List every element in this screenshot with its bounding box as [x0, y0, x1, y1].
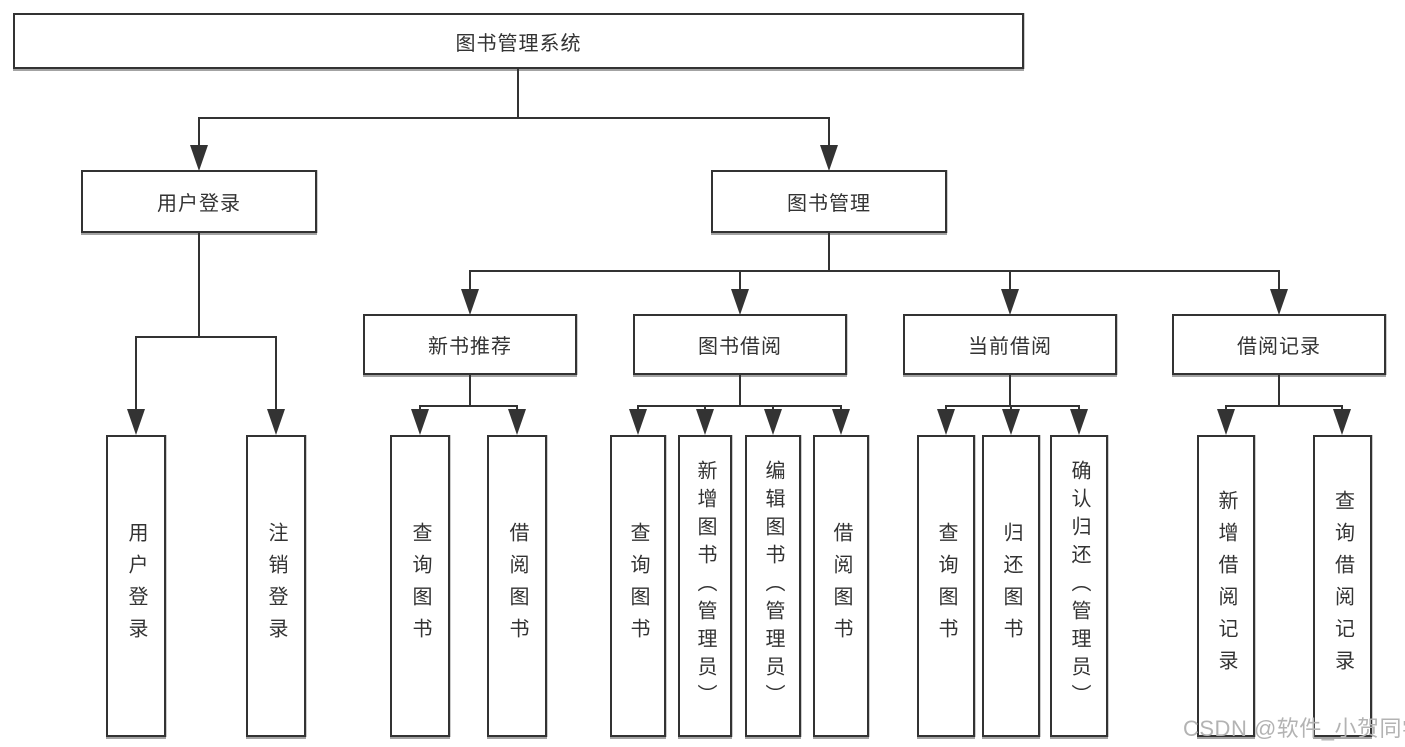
csdn-watermark: CSDN @软件_小贺同学 [1183, 716, 1405, 741]
connector-vline [135, 336, 137, 410]
connector-hline [638, 405, 841, 407]
arrowhead-down-icon [764, 409, 782, 435]
node-return-books-label: 归还图书 [1000, 522, 1022, 650]
arrowhead-down-icon [820, 145, 838, 171]
node-add-books-admin: 新增图书（管理员） [678, 435, 732, 737]
connector-vline [1078, 405, 1080, 411]
arrowhead-down-icon [731, 289, 749, 315]
connector-vline [517, 67, 519, 118]
connector-vline [469, 375, 471, 406]
arrowhead-down-icon [1333, 409, 1351, 435]
node-add-borrow-record-label: 新增借阅记录 [1215, 490, 1237, 682]
arrowhead-down-icon [1002, 409, 1020, 435]
node-user-login-label: 用户登录 [157, 193, 241, 215]
connector-vline [1278, 270, 1280, 291]
arrowhead-down-icon [696, 409, 714, 435]
arrowhead-down-icon [508, 409, 526, 435]
node-edit-books-admin-label: 编辑图书（管理员） [762, 460, 784, 712]
node-query-books-a-label: 查询图书 [409, 522, 431, 650]
connector-vline [516, 405, 518, 411]
node-library-system: 图书管理系统 [13, 13, 1024, 69]
node-user-login-leaf-label: 用户登录 [125, 522, 147, 650]
arrowhead-down-icon [1217, 409, 1235, 435]
node-current-borrowing-label: 当前借阅 [968, 336, 1052, 358]
node-query-borrow-record: 查询借阅记录 [1313, 435, 1372, 737]
connector-hline [136, 336, 276, 338]
connector-vline [772, 405, 774, 411]
arrowhead-down-icon [267, 409, 285, 435]
connector-vline [828, 233, 830, 271]
node-borrowing-records-label: 借阅记录 [1237, 336, 1321, 358]
connector-vline [1009, 270, 1011, 291]
node-user-login: 用户登录 [81, 170, 317, 233]
arrowhead-down-icon [1001, 289, 1019, 315]
connector-vline [1010, 405, 1012, 411]
node-current-borrowing: 当前借阅 [903, 314, 1117, 375]
arrowhead-down-icon [832, 409, 850, 435]
node-return-books: 归还图书 [982, 435, 1040, 737]
node-query-books-b: 查询图书 [610, 435, 666, 737]
arrowhead-down-icon [937, 409, 955, 435]
connector-hline [1226, 405, 1342, 407]
node-query-books-c: 查询图书 [917, 435, 975, 737]
connector-vline [637, 405, 639, 411]
connector-vline [469, 270, 471, 291]
arrowhead-down-icon [190, 145, 208, 171]
connector-vline [275, 336, 277, 410]
arrowhead-down-icon [411, 409, 429, 435]
node-add-books-admin-label: 新增图书（管理员） [694, 460, 716, 712]
node-confirm-return-admin-label: 确认归还（管理员） [1068, 460, 1090, 712]
node-borrow-books-a: 借阅图书 [487, 435, 547, 737]
connector-vline [419, 405, 421, 411]
connector-hline [199, 117, 829, 119]
node-logout-leaf-label: 注销登录 [265, 522, 287, 650]
connector-hline [470, 270, 1279, 272]
node-edit-books-admin: 编辑图书（管理员） [745, 435, 801, 737]
node-logout-leaf: 注销登录 [246, 435, 306, 737]
node-query-books-b-label: 查询图书 [627, 522, 649, 650]
connector-vline [840, 405, 842, 411]
arrowhead-down-icon [1070, 409, 1088, 435]
node-confirm-return-admin: 确认归还（管理员） [1050, 435, 1108, 737]
node-query-borrow-record-label: 查询借阅记录 [1331, 490, 1354, 682]
node-book-borrowing: 图书借阅 [633, 314, 847, 375]
node-borrow-books-a-label: 借阅图书 [506, 522, 528, 650]
arrowhead-down-icon [629, 409, 647, 435]
connector-vline [739, 375, 741, 406]
node-book-borrowing-label: 图书借阅 [698, 336, 782, 358]
arrowhead-down-icon [1270, 289, 1288, 315]
connector-vline [704, 405, 706, 411]
arrowhead-down-icon [127, 409, 145, 435]
connector-vline [198, 233, 200, 337]
node-borrowing-records: 借阅记录 [1172, 314, 1386, 375]
arrowhead-down-icon [461, 289, 479, 315]
node-book-management-label: 图书管理 [787, 193, 871, 215]
node-library-system-label: 图书管理系统 [455, 32, 582, 55]
connector-vline [198, 117, 200, 147]
connector-vline [1225, 405, 1227, 411]
node-add-borrow-record: 新增借阅记录 [1197, 435, 1255, 737]
node-new-book-recommend-label: 新书推荐 [428, 336, 512, 358]
node-book-management: 图书管理 [711, 170, 947, 233]
connector-vline [1341, 405, 1343, 411]
node-borrow-books-b: 借阅图书 [813, 435, 869, 737]
node-query-books-a: 查询图书 [390, 435, 450, 737]
connector-vline [739, 270, 741, 291]
connector-vline [945, 405, 947, 411]
connector-hline [946, 405, 1079, 407]
node-query-books-c-label: 查询图书 [935, 522, 957, 650]
node-user-login-leaf: 用户登录 [106, 435, 166, 737]
connector-vline [1278, 375, 1280, 406]
connector-vline [1009, 375, 1011, 406]
connector-hline [420, 405, 517, 407]
node-new-book-recommend: 新书推荐 [363, 314, 577, 375]
connector-vline [828, 117, 830, 147]
node-borrow-books-b-label: 借阅图书 [830, 522, 852, 650]
